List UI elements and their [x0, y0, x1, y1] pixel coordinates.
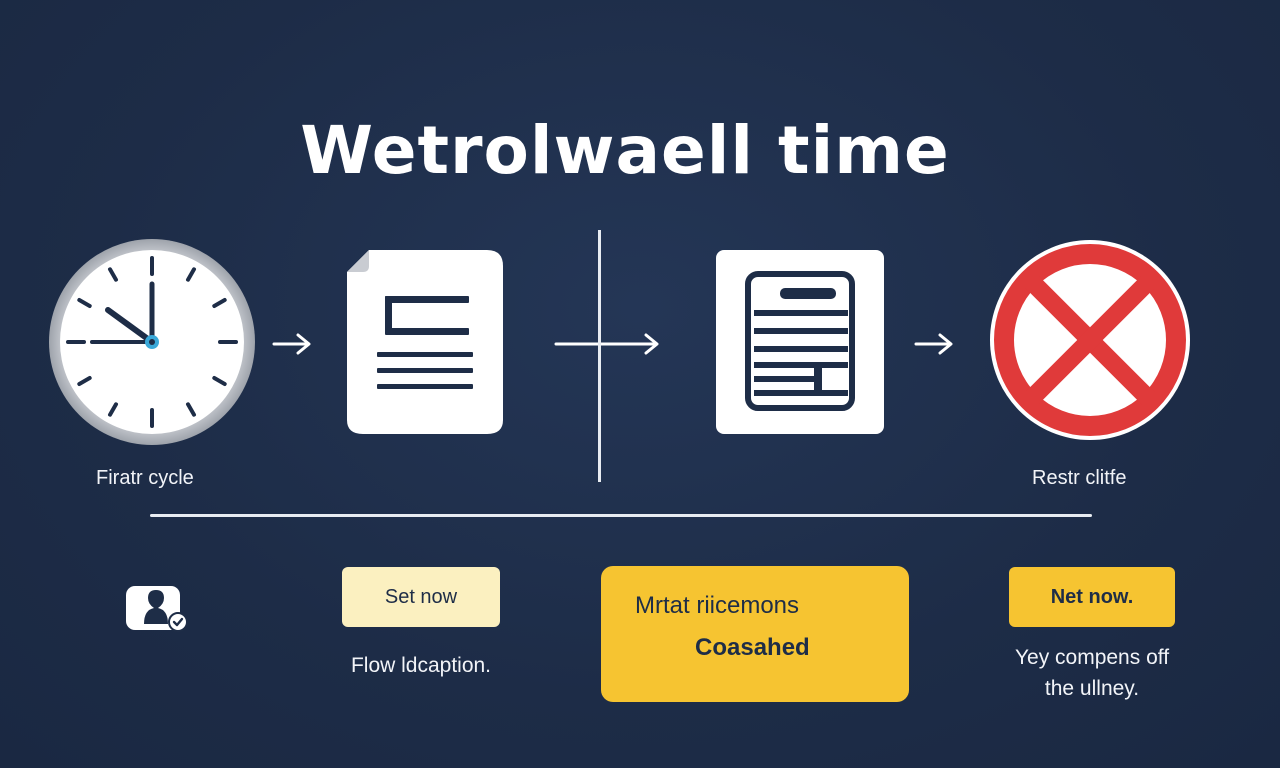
user-icon[interactable] — [124, 584, 190, 636]
step-label-restr: Restr clitfe — [1032, 467, 1127, 489]
card-line-2: Coasahed — [695, 634, 810, 661]
no-sign-icon — [988, 238, 1192, 442]
document-icon — [345, 248, 505, 436]
horizontal-divider — [150, 514, 1092, 517]
step-label-first: Firatr cycle — [96, 467, 194, 489]
set-now-button[interactable]: Set now — [342, 567, 500, 627]
arrow-right-icon — [914, 330, 956, 358]
arrow-right-icon — [272, 330, 314, 358]
clock-icon — [48, 238, 256, 446]
flow-caption: Flow ldcaption. — [350, 654, 492, 677]
summary-card[interactable]: Mrtat riicemons Coasahed — [601, 566, 909, 702]
vertical-divider — [598, 230, 601, 482]
net-caption: Yey compens off the ullney. — [992, 642, 1192, 704]
arrow-right-icon — [554, 330, 662, 358]
page-title: Wetrolwaell time — [300, 112, 950, 189]
card-line-1: Mrtat riicemons — [635, 592, 800, 619]
form-icon — [714, 248, 886, 436]
net-caption-line-1: Yey compens off — [1014, 646, 1170, 669]
net-caption-line-2: the ullney. — [1044, 677, 1140, 700]
net-now-button[interactable]: Net now. — [1009, 567, 1175, 627]
